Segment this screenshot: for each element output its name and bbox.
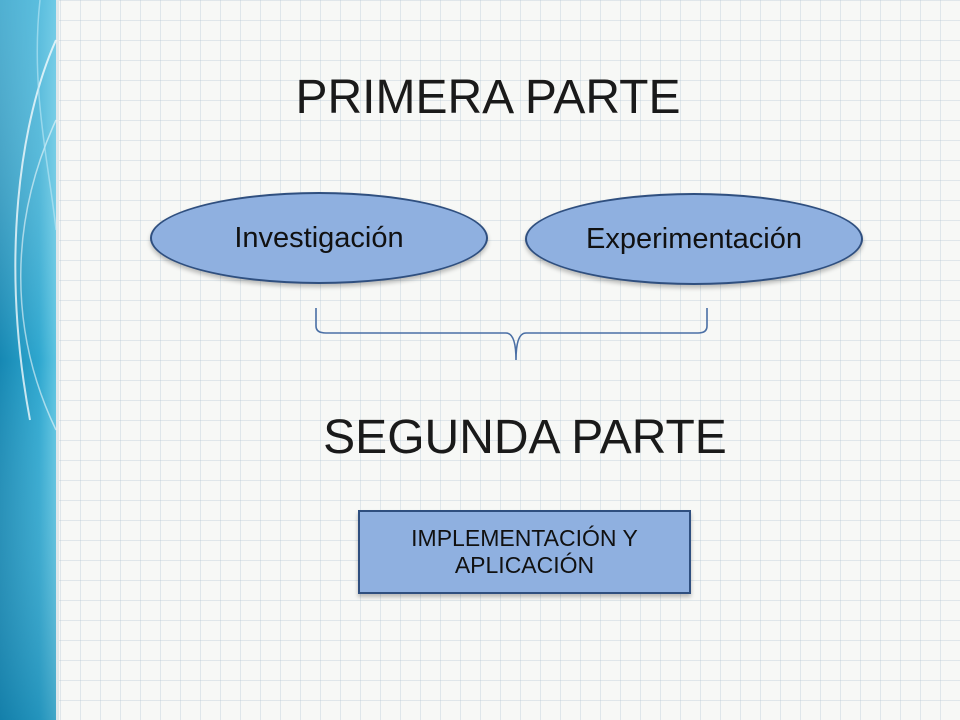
title-primera-parte: PRIMERA PARTE bbox=[295, 71, 681, 124]
node-experimentacion: Experimentación bbox=[525, 193, 863, 285]
node-implementacion-aplicacion: IMPLEMENTACIÓN Y APLICACIÓN bbox=[358, 510, 691, 594]
decorative-side-band bbox=[0, 0, 59, 720]
node-investigacion-label: Investigación bbox=[234, 221, 404, 254]
node-investigacion: Investigación bbox=[150, 192, 488, 284]
grouping-brace bbox=[315, 308, 708, 361]
node-implementacion-line2: APLICACIÓN bbox=[454, 552, 595, 578]
node-experimentacion-label: Experimentación bbox=[586, 222, 802, 255]
title-segunda-parte: SEGUNDA PARTE bbox=[323, 411, 727, 464]
node-implementacion-line1: IMPLEMENTACIÓN Y bbox=[411, 524, 638, 551]
